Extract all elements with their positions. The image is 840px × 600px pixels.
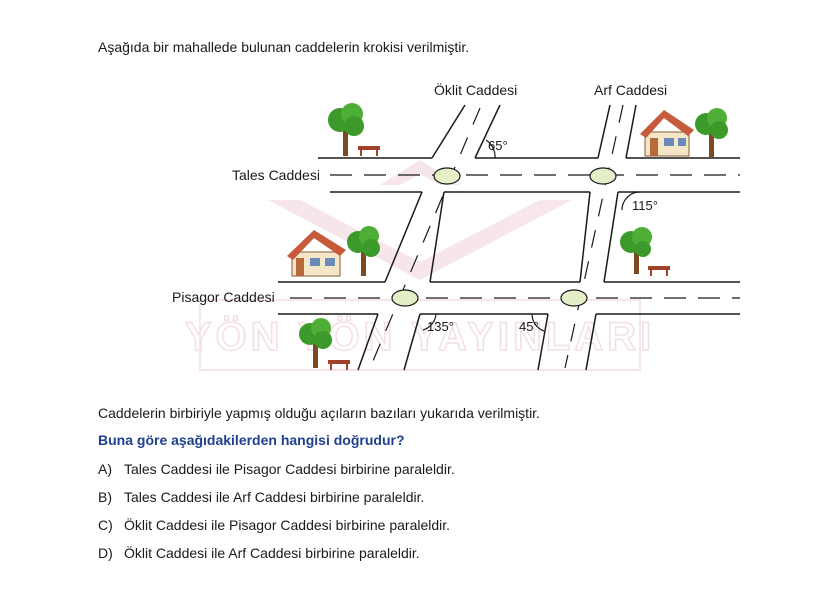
street-map-diagram: YÖN YÖN YAYINLARI	[172, 81, 740, 371]
roundabout-pisagor-oklit	[391, 289, 419, 307]
option-text: Öklit Caddesi ile Pisagor Caddesi birbir…	[124, 517, 451, 533]
intro-text: Aşağıda bir mahallede bulunan caddelerin…	[98, 39, 470, 55]
angle-arc-65	[485, 139, 496, 159]
option-text: Öklit Caddesi ile Arf Caddesi birbirine …	[124, 545, 420, 561]
roundabout-pisagor-arf	[560, 289, 588, 307]
tales-street	[318, 157, 740, 193]
option-letter: C)	[98, 517, 113, 533]
watermark-text: YÖN YÖN YAYINLARI	[185, 314, 655, 359]
angle-arc-135	[422, 313, 437, 331]
oklit-street	[357, 104, 501, 371]
option-a[interactable]: A) Tales Caddesi ile Pisagor Caddesi birb…	[98, 460, 455, 478]
tree-icon	[347, 226, 380, 276]
bench-icon	[648, 266, 670, 276]
option-letter: A)	[98, 461, 112, 477]
angle-65: 65°	[488, 138, 508, 153]
arf-street	[537, 104, 637, 371]
statement-text: Caddelerin birbiriyle yapmış olduğu açıl…	[98, 405, 540, 421]
label-oklit: Öklit Caddesi	[434, 81, 517, 98]
roundabout-tales-oklit	[433, 167, 461, 185]
angle-115: 115°	[632, 198, 658, 213]
label-pisagor: Pisagor Caddesi	[172, 289, 275, 305]
house-icon	[287, 230, 346, 277]
roundabout-tales-arf	[589, 167, 617, 185]
option-letter: D)	[98, 545, 113, 561]
angle-45: 45°	[519, 319, 539, 334]
label-arf: Arf Caddesi	[594, 82, 667, 98]
bench-icon	[328, 360, 350, 370]
option-c[interactable]: C) Öklit Caddesi ile Pisagor Caddesi birb…	[98, 516, 450, 534]
option-b[interactable]: B) Tales Caddesi ile Arf Caddesi birbirin…	[98, 488, 424, 506]
house-icon	[640, 110, 694, 157]
question-text: Buna göre aşağıdakilerden hangisi doğrud…	[98, 432, 405, 448]
angle-arc-45	[531, 313, 545, 332]
option-d[interactable]: D) Öklit Caddesi ile Arf Caddesi birbirin…	[98, 544, 420, 562]
option-letter: B)	[98, 489, 112, 505]
bench-icon	[358, 146, 380, 156]
tree-icon	[695, 108, 728, 158]
tree-icon	[299, 318, 332, 368]
angle-arc-115	[621, 191, 641, 211]
pisagor-street	[278, 281, 740, 315]
tree-icon	[620, 227, 652, 274]
option-text: Tales Caddesi ile Arf Caddesi birbirine …	[124, 489, 425, 505]
angle-135: 135°	[427, 319, 454, 334]
option-text: Tales Caddesi ile Pisagor Caddesi birbir…	[124, 461, 455, 477]
label-tales: Tales Caddesi	[232, 167, 320, 183]
tree-icon	[328, 103, 364, 156]
